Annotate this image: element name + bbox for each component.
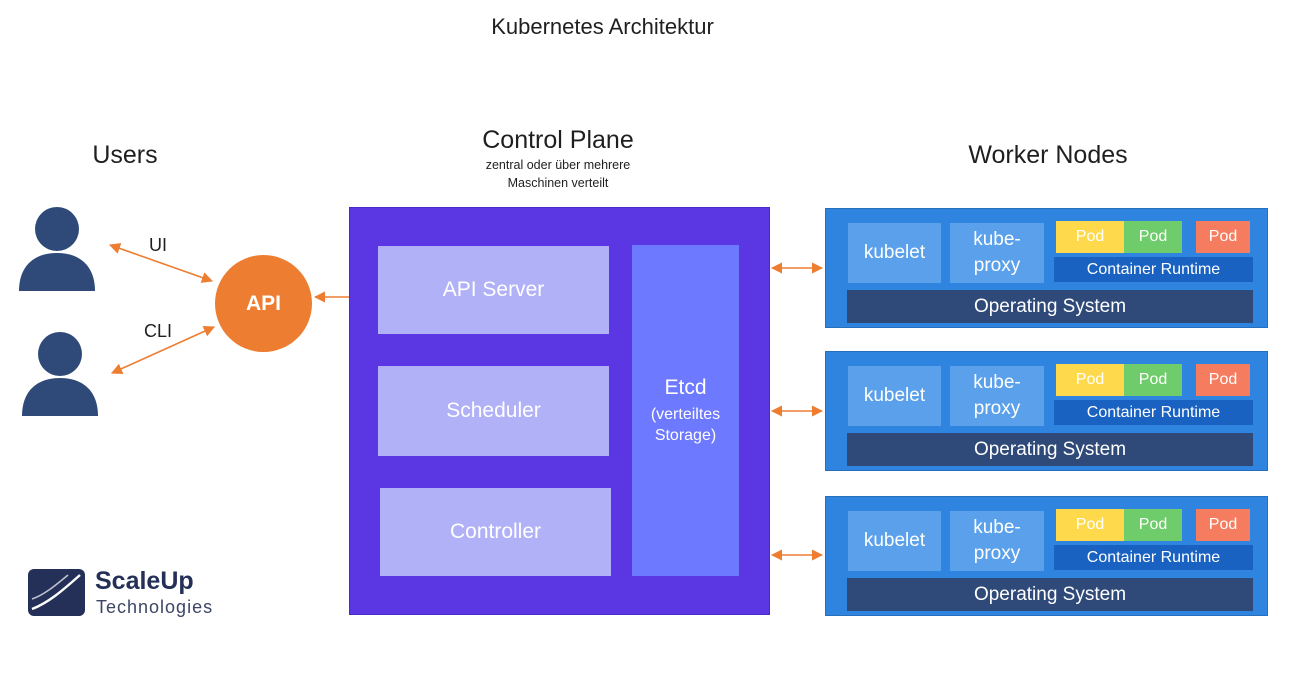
kube-proxy-line2: proxy (973, 543, 1021, 564)
kube-proxy-line1: kube- (973, 517, 1021, 538)
kube-proxy-line1: kube- (973, 372, 1021, 393)
pod-box: Pod (1124, 221, 1182, 253)
diagram-title: Kubernetes Architektur (491, 14, 714, 39)
kube-proxy-line2: proxy (973, 398, 1021, 419)
worker-nodes-heading: Worker Nodes (968, 141, 1128, 169)
operating-system-box: Operating System (847, 578, 1253, 611)
worker-node: kubelet kube-proxy Pod Pod Pod Container… (825, 496, 1268, 616)
arrow-ui-api (108, 243, 214, 283)
kube-proxy-box: kube-proxy (950, 511, 1044, 571)
pod-box: Pod (1124, 364, 1182, 396)
container-runtime-box: Container Runtime (1054, 400, 1253, 425)
edge-label-cli: CLI (144, 321, 173, 341)
kube-proxy-line2: proxy (973, 255, 1021, 276)
pod-box: Pod (1056, 364, 1124, 396)
api-node: API (215, 255, 312, 352)
logo-subtitle: Technologies (96, 597, 214, 617)
kube-proxy-line1: kube- (973, 229, 1021, 250)
pod-box: Pod (1124, 509, 1182, 541)
worker-node: kubelet kube-proxy Pod Pod Pod Container… (825, 208, 1268, 328)
kube-proxy-box: kube-proxy (950, 366, 1044, 426)
pod-box: Pod (1056, 509, 1124, 541)
pod-box: Pod (1196, 509, 1250, 541)
users-heading: Users (92, 141, 158, 169)
operating-system-box: Operating System (847, 290, 1253, 323)
kube-proxy-box: kube-proxy (950, 223, 1044, 283)
etcd-sub-line2: Storage) (654, 426, 717, 444)
arrow-cli-api (110, 326, 216, 374)
pod-box: Pod (1196, 221, 1250, 253)
container-runtime-box: Container Runtime (1054, 545, 1253, 570)
worker-node: kubelet kube-proxy Pod Pod Pod Container… (825, 351, 1268, 471)
container-runtime-box: Container Runtime (1054, 257, 1253, 282)
operating-system-box: Operating System (847, 433, 1253, 466)
pod-box: Pod (1196, 364, 1250, 396)
api-server-box: API Server (378, 246, 609, 334)
etcd-box: Etcd (verteiltes Storage) (632, 245, 739, 576)
scaleup-logo-icon (28, 569, 85, 616)
control-plane-subtitle-line2: Maschinen verteilt (507, 176, 609, 190)
control-plane-heading: Control Plane (482, 126, 634, 154)
user-icon (19, 207, 95, 291)
kubelet-box: kubelet (848, 511, 941, 571)
etcd-sub-line1: (verteiltes (650, 405, 721, 423)
etcd-label: Etcd (664, 375, 707, 399)
kubelet-box: kubelet (848, 223, 941, 283)
control-plane-subtitle-line1: zentral oder über mehrere (485, 158, 631, 172)
user-icon (22, 332, 98, 416)
logo-name: ScaleUp (95, 567, 194, 595)
pod-box: Pod (1056, 221, 1124, 253)
controller-box: Controller (380, 488, 611, 576)
scheduler-box: Scheduler (378, 366, 609, 456)
edge-label-ui: UI (149, 235, 167, 255)
kubelet-box: kubelet (848, 366, 941, 426)
